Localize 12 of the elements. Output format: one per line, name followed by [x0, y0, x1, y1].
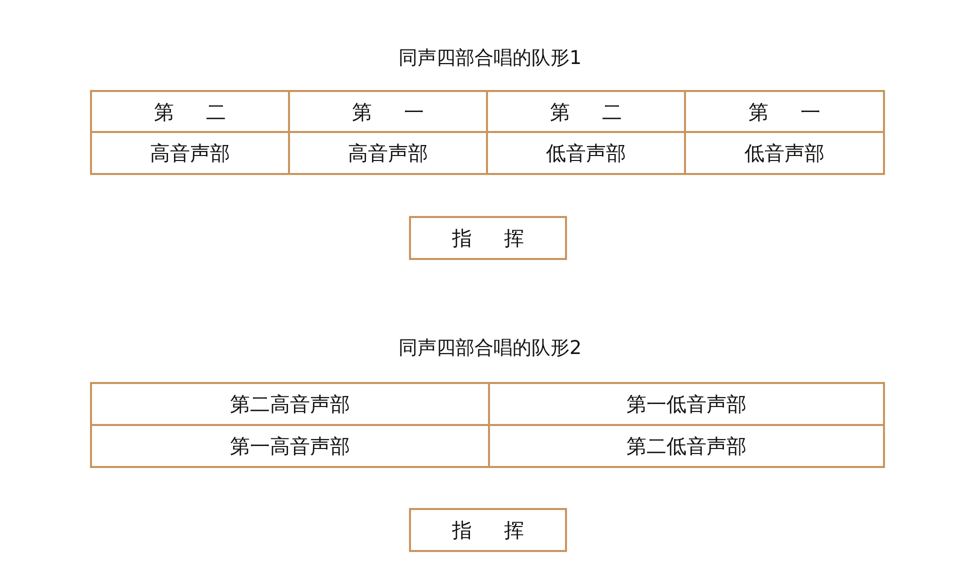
diagram-heading: 同声四部合唱的队形2 — [397, 336, 583, 360]
table-cell: 高音声部 — [90, 131, 290, 175]
table-cell: 低音声部 — [684, 131, 885, 175]
table-cell: 第二高音声部 — [90, 382, 490, 426]
table-cell: 第一高音声部 — [90, 424, 490, 468]
table-cell: 第 二 — [90, 90, 290, 133]
conductor-box: 指 挥 — [409, 508, 567, 552]
table-cell: 第二低音声部 — [488, 424, 885, 468]
conductor-box: 指 挥 — [409, 216, 567, 260]
table-cell: 第 一 — [684, 90, 885, 133]
diagram-heading: 同声四部合唱的队形1 — [397, 46, 583, 70]
table-cell: 第一低音声部 — [488, 382, 885, 426]
